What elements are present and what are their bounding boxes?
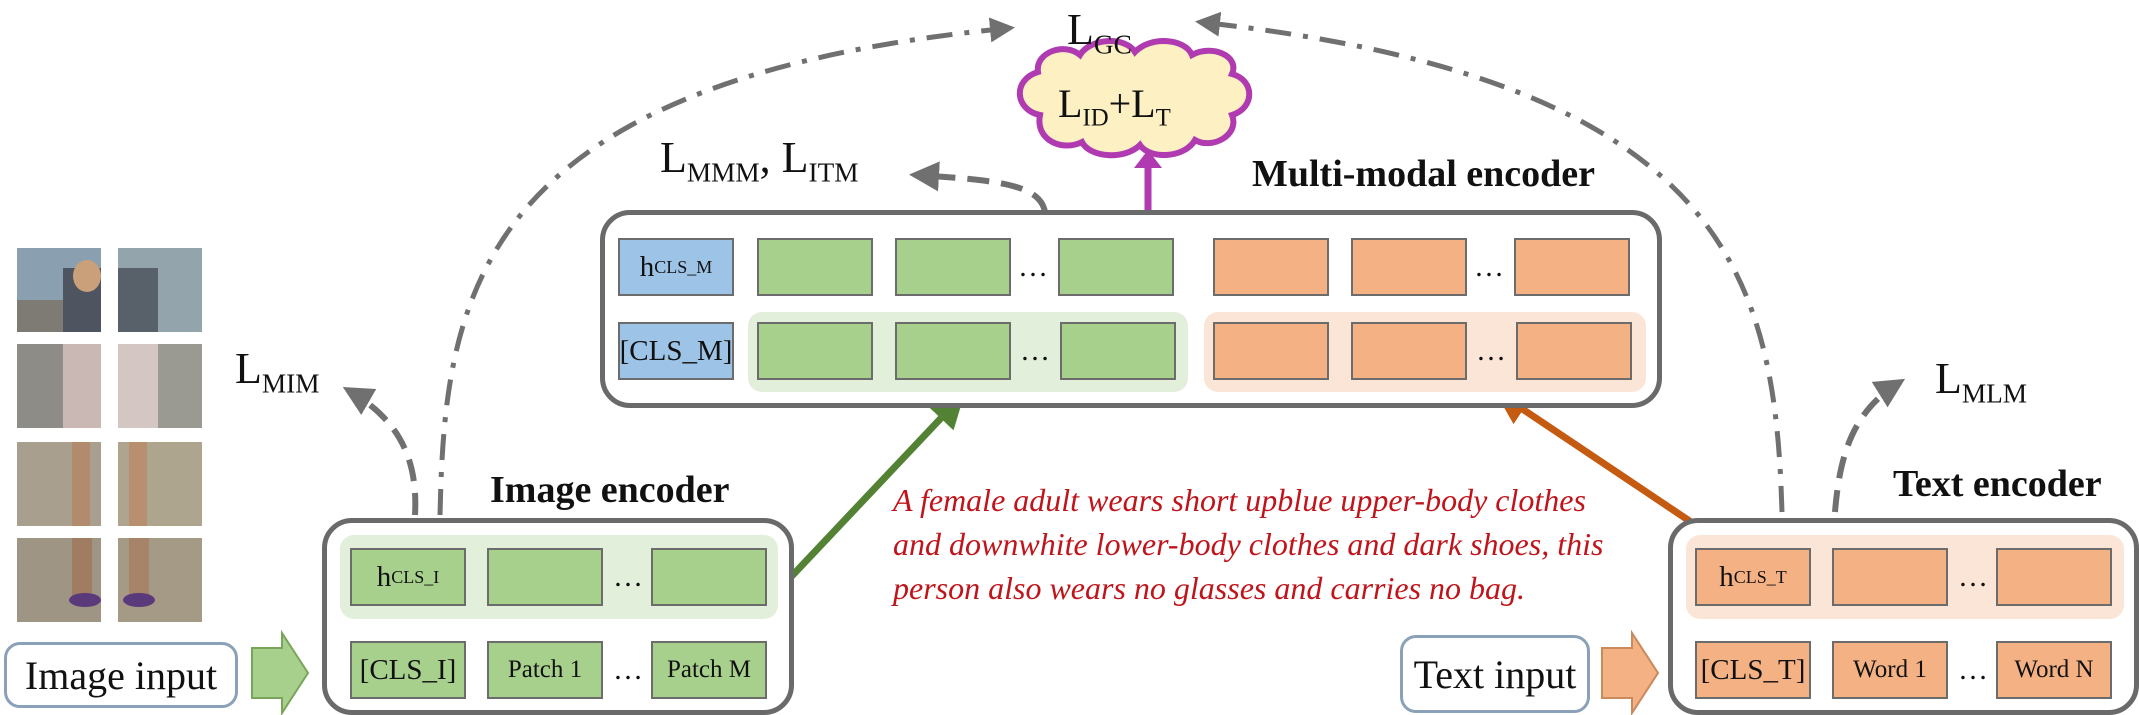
multimodal-ellipsis: …: [1018, 250, 1048, 283]
image-input-label: Image input: [4, 642, 238, 708]
multimodal-ellipsis: …: [1476, 334, 1506, 367]
person-photo-patches: [17, 248, 202, 622]
text-input-label: Text input: [1400, 635, 1590, 713]
text-word-n: Word N: [1996, 641, 2112, 699]
multimodal-token-orange: [1516, 322, 1632, 380]
loss-gc: LGC: [1067, 5, 1132, 60]
mmm-arrow: [909, 161, 1048, 213]
multimodal-token-green: [895, 322, 1011, 380]
image-patch-m: Patch M: [651, 641, 767, 699]
text-feature: [1832, 548, 1948, 606]
gc-arrow-right: [1195, 11, 1785, 513]
multimodal-feature-green: [895, 238, 1011, 296]
text-word-1: Word 1: [1832, 641, 1948, 699]
text-to-multimodal-arrow: [1494, 390, 1702, 531]
text-feature: [1996, 548, 2112, 606]
multimodal-token-green: [757, 322, 873, 380]
text-ellipsis: …: [1958, 560, 1988, 593]
text-description-caption: A female adult wears short upblue upper-…: [893, 482, 1604, 606]
image-feature: [651, 548, 767, 606]
image-input-arrow: [251, 629, 310, 715]
image-patch-1: Patch 1: [487, 641, 603, 699]
multimodal-ellipsis: …: [1020, 334, 1050, 367]
multimodal-ellipsis: …: [1474, 250, 1504, 283]
loss-cloud: [1016, 38, 1253, 159]
image-feature: [487, 548, 603, 606]
loss-mmm-itm: LMMM, LITM: [660, 133, 859, 188]
image-ellipsis: …: [613, 653, 643, 686]
text-encoder-title: Text encoder: [1893, 463, 2102, 505]
text-cls-token: [CLS_T]: [1695, 641, 1811, 699]
multimodal-feature-green: [1058, 238, 1174, 296]
multimodal-feature-green: [757, 238, 873, 296]
image-to-multimodal-arrow: [787, 392, 965, 581]
multimodal-feature-orange: [1514, 238, 1630, 296]
text-input-arrow: [1601, 629, 1660, 715]
image-ellipsis: …: [613, 560, 643, 593]
mlm-arrow: [1832, 378, 1906, 513]
loss-mim: LMIM: [235, 344, 320, 399]
text-ellipsis: …: [1958, 653, 1988, 686]
mim-arrow: [342, 386, 419, 516]
person-image-grid: [17, 248, 203, 622]
gc-arrow-left: [437, 17, 1015, 516]
image-cls-token: [CLS_I]: [350, 641, 466, 699]
multimodal-cls-token: [CLS_M]: [618, 322, 734, 380]
multimodal-token-orange: [1351, 322, 1467, 380]
multimodal-feature-orange: [1351, 238, 1467, 296]
multimodal-encoder-title: Multi-modal encoder: [1252, 153, 1596, 195]
image-encoder-title: Image encoder: [490, 469, 730, 511]
loss-id-t: LID+LT: [1058, 81, 1171, 132]
multimodal-feature-orange: [1213, 238, 1329, 296]
multimodal-token-green: [1060, 322, 1176, 380]
loss-mlm: LMLM: [1935, 354, 2028, 409]
multimodal-token-orange: [1213, 322, 1329, 380]
